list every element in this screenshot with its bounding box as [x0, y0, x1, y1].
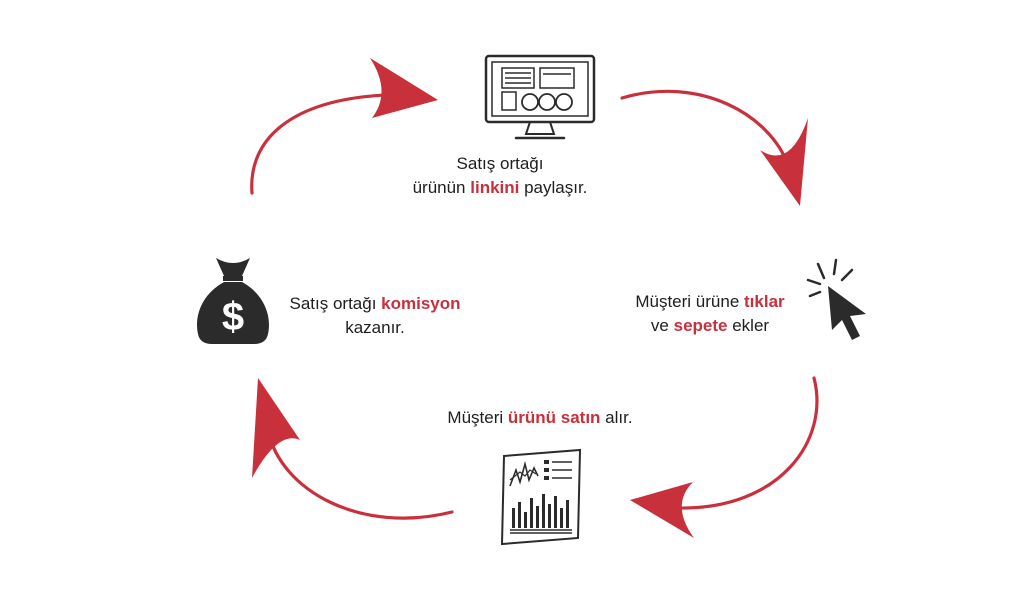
- step-share-link-text: Satış ortağı ürünün linkini paylaşır.: [400, 152, 600, 200]
- step-click-line2-before: ve: [650, 316, 674, 335]
- step-click-line1: Müşteri ürüne tıklar: [610, 290, 810, 314]
- arrow-share-to-click: [620, 89, 790, 167]
- arrow-head-share-to-click: [760, 118, 808, 206]
- step-earn-text: Satış ortağı komisyon kazanır.: [270, 292, 480, 340]
- step-buy-line1-after: alır.: [600, 408, 633, 427]
- step-click-text: Müşteri ürüne tıklar ve sepete ekler: [610, 290, 810, 338]
- step-earn-line1: Satış ortağı komisyon: [270, 292, 480, 316]
- step-buy-line1: Müşteri ürünü satın alır.: [395, 406, 685, 430]
- monitor-webpage-icon: [484, 54, 596, 140]
- step-buy-line1-before: Müşteri: [447, 408, 508, 427]
- step-click-highlight-2: sepete: [673, 316, 728, 335]
- report-chart-icon: [500, 448, 582, 546]
- arrow-head-click-to-buy: [630, 482, 694, 538]
- money-bag-icon: $: [197, 258, 269, 344]
- arrow-click-to-buy: [676, 376, 819, 510]
- step-click-line1-before: Müşteri ürüne: [635, 292, 745, 311]
- step-click-line2: ve sepete ekler: [610, 314, 810, 338]
- step-buy-text: Müşteri ürünü satın alır.: [395, 406, 685, 430]
- step-earn-line2: kazanır.: [345, 318, 405, 337]
- step-click-line2-after: ekler: [727, 316, 770, 335]
- arrow-head-earn-to-share: [370, 58, 438, 118]
- step-earn-highlight: komisyon: [381, 294, 461, 313]
- money-bag-currency-symbol: $: [222, 295, 244, 339]
- step-click-highlight-1: tıklar: [744, 292, 785, 311]
- step-share-line2-before: ürünün: [412, 178, 471, 197]
- arrow-earn-to-share: [250, 93, 387, 195]
- step-share-line2-after: paylaşır.: [519, 178, 588, 197]
- arrow-buy-to-earn: [266, 428, 454, 520]
- mouse-cursor-click-icon: [806, 258, 866, 340]
- arrow-head-buy-to-earn: [252, 378, 300, 478]
- step-share-line2: ürünün linkini paylaşır.: [400, 176, 600, 200]
- step-buy-highlight: ürünü satın: [507, 408, 601, 427]
- step-share-highlight: linkini: [470, 178, 520, 197]
- step-earn-line1-before: Satış ortağı: [289, 294, 382, 313]
- step-share-line1: Satış ortağı: [456, 154, 544, 173]
